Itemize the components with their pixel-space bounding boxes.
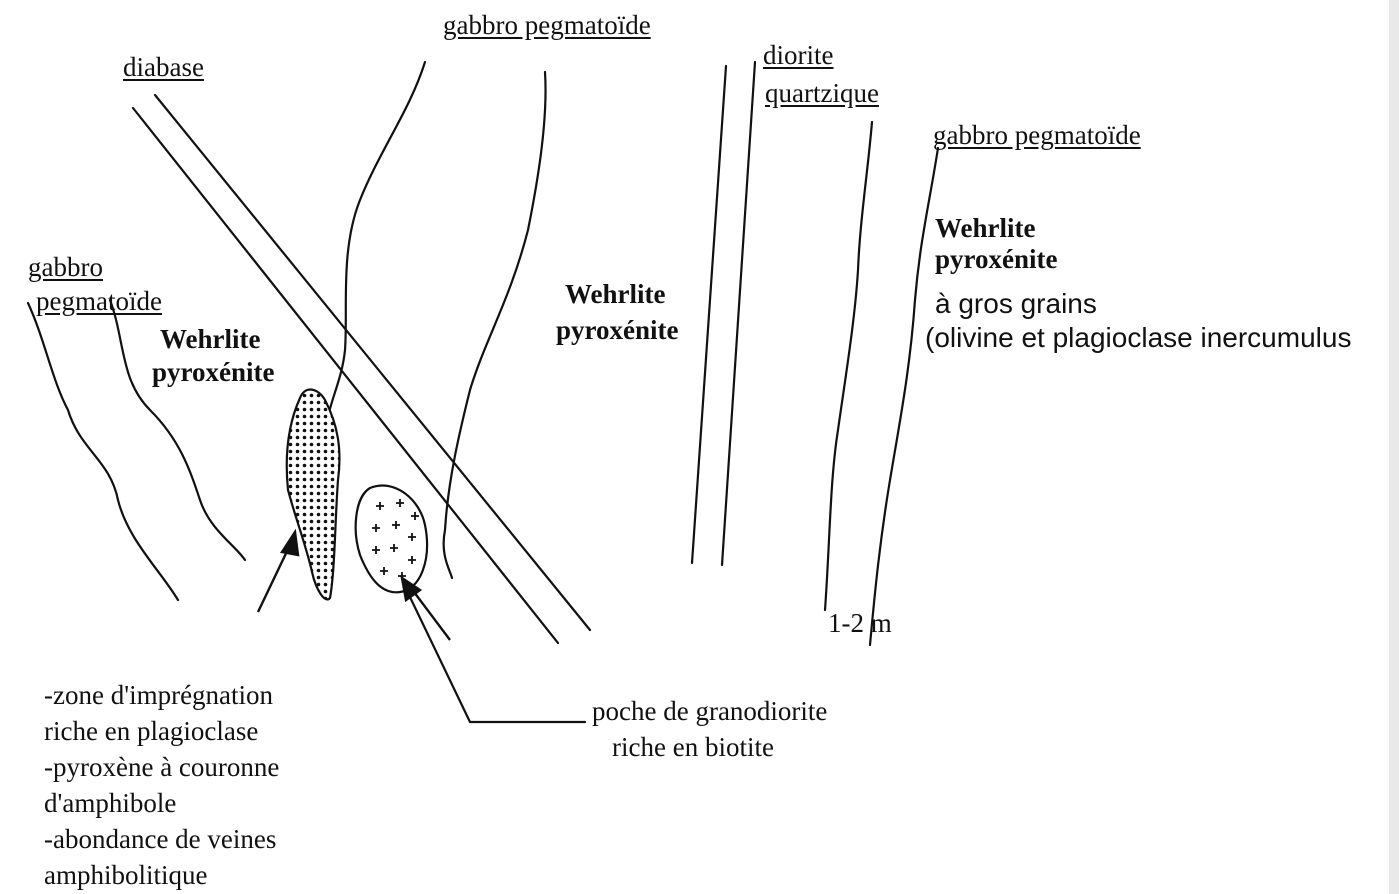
label-quartzique: quartzique bbox=[765, 78, 879, 109]
diorite-line-1 bbox=[692, 66, 726, 563]
poche-pointer-line bbox=[409, 595, 585, 722]
label-gabbro-pegmatoide-top: gabbro pegmatoïde bbox=[443, 10, 651, 41]
gabbro-contact bbox=[444, 72, 546, 578]
pocket-cross-marks bbox=[372, 499, 419, 580]
arrows bbox=[258, 532, 450, 640]
label-diabase: diabase bbox=[123, 52, 204, 83]
gabbro-left-boundary bbox=[28, 303, 178, 600]
label-pyroxene-couronne: -pyroxène à couronne bbox=[44, 752, 279, 783]
label-wehrlite-left: Wehrlite bbox=[160, 324, 260, 355]
label-gros-grains: à gros grains bbox=[935, 288, 1097, 320]
central-contact bbox=[325, 62, 425, 430]
wehrlite-right-contact-1 bbox=[825, 122, 872, 610]
page-edge-shadow bbox=[1389, 0, 1399, 894]
label-zone-impregnation: -zone d'imprégnation bbox=[44, 680, 273, 711]
label-wehrlite-right: Wehrlite bbox=[935, 213, 1035, 244]
label-pyroxenite-right: pyroxénite bbox=[935, 244, 1058, 275]
label-pyroxenite-middle: pyroxénite bbox=[556, 315, 679, 346]
label-diorite: diorite bbox=[763, 40, 833, 71]
label-wehrlite-middle: Wehrlite bbox=[565, 279, 665, 310]
label-scale: 1-2 m bbox=[828, 608, 892, 639]
wehrlite-right-contact-2 bbox=[870, 148, 938, 645]
granodiorite-pocket bbox=[356, 486, 427, 593]
label-riche-biotite: riche en biotite bbox=[612, 732, 774, 763]
label-pegmatoide-left: pegmatoïde bbox=[36, 286, 162, 317]
label-amphibolitique: amphibolitique bbox=[44, 860, 207, 891]
label-gabbro-pegmatoide-right: gabbro pegmatoïde bbox=[933, 120, 1141, 151]
label-abondance-veines: -abondance de veines bbox=[44, 824, 276, 855]
label-poche-granodiorite: poche de granodiorite bbox=[592, 696, 827, 727]
label-riche-plagioclase: riche en plagioclase bbox=[44, 716, 258, 747]
impregnation-zone bbox=[287, 390, 340, 600]
label-pyroxenite-left: pyroxénite bbox=[152, 357, 275, 388]
label-amphibole: d'amphibole bbox=[44, 788, 176, 819]
label-olivine-plagioclase: (olivine et plagioclase inercumulus bbox=[925, 322, 1351, 354]
diorite-line-2 bbox=[722, 62, 755, 565]
label-gabbro-left: gabbro bbox=[28, 252, 103, 283]
